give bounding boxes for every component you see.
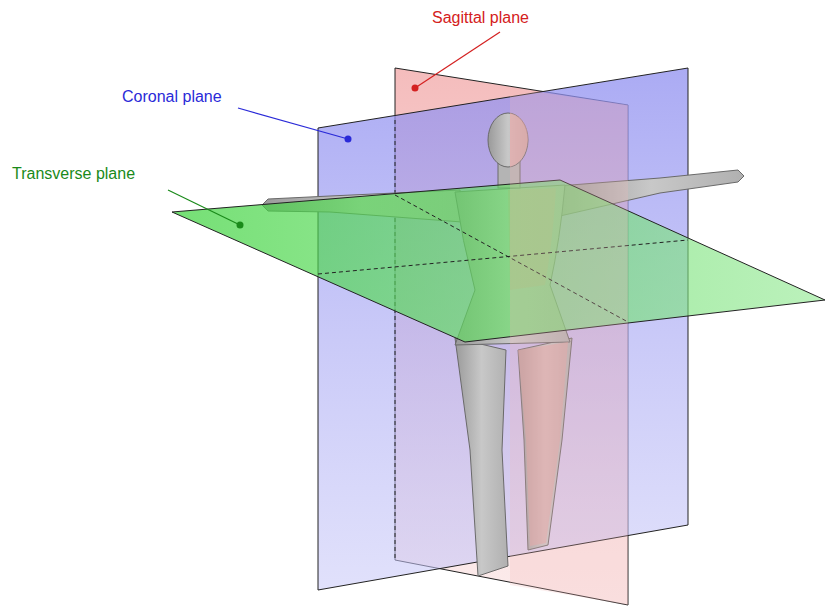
hidden-edge — [318, 240, 688, 274]
sagittal-plane-front — [510, 88, 628, 605]
transverse-plane — [172, 180, 825, 342]
leader-dot — [412, 85, 419, 92]
leader-line — [415, 32, 500, 88]
transverse-label: Transverse plane — [12, 164, 135, 184]
leader-dot — [345, 136, 352, 143]
leader-dot — [237, 222, 244, 229]
leader-line — [238, 108, 348, 139]
human-figure — [262, 113, 744, 576]
sagittal-label: Sagittal plane — [432, 8, 529, 28]
leader-line — [168, 190, 240, 225]
hidden-edge — [395, 120, 396, 560]
coronal-label: Coronal plane — [122, 87, 222, 107]
